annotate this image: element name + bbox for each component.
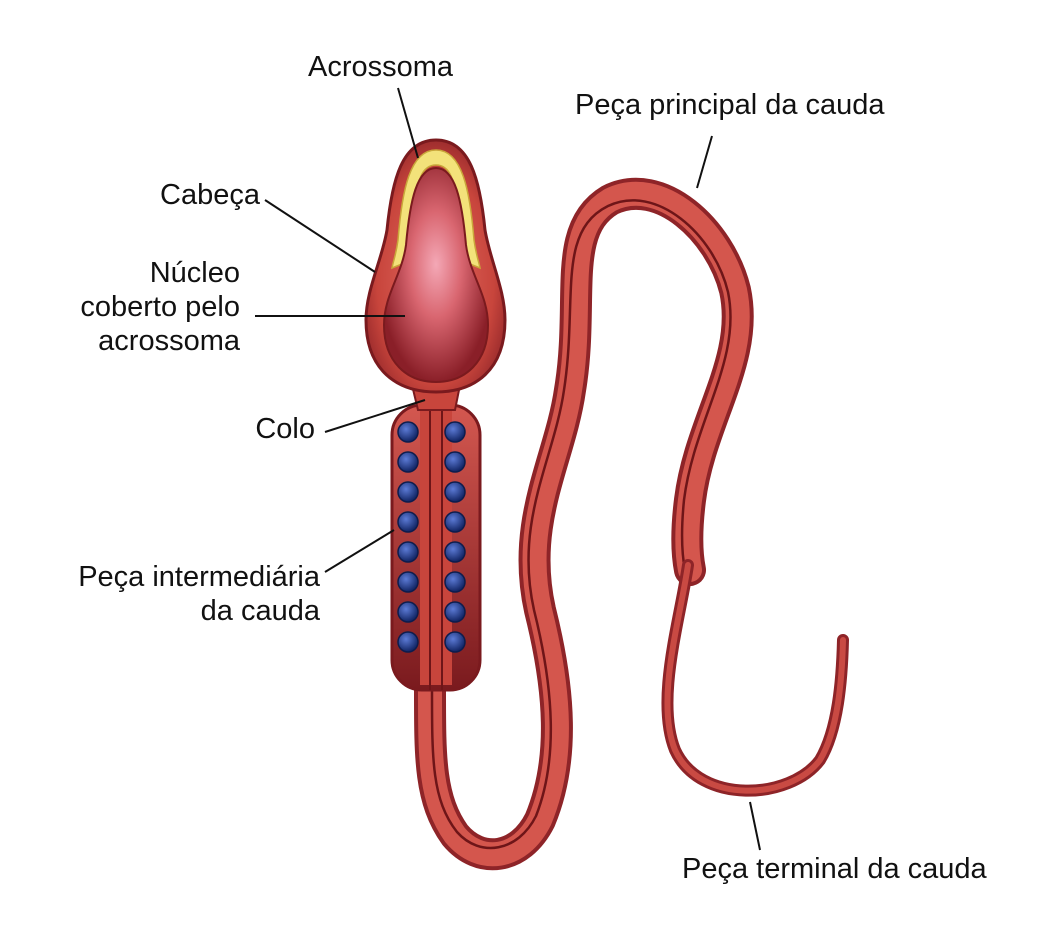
leader-peca-principal	[696, 135, 713, 189]
label-cabeca: Cabeça	[160, 179, 260, 211]
mitochondrion	[444, 451, 466, 473]
label-peca-intermediaria: Peça intermediária da cauda	[30, 560, 320, 628]
tail-axoneme	[430, 199, 732, 850]
mitochondrion	[444, 631, 466, 653]
leader-peca-terminal	[749, 801, 761, 851]
label-nucleo-line1: Núcleo	[149, 257, 240, 289]
nucleus	[382, 166, 490, 384]
mitochondrion	[397, 601, 419, 623]
mitochondrion	[397, 451, 419, 473]
mitochondria-right	[444, 421, 466, 653]
label-acrossoma: Acrossoma	[308, 51, 454, 83]
label-peca-intermediaria-line2: da cauda	[200, 595, 320, 627]
label-nucleo-line3: acrossoma	[98, 325, 240, 357]
label-nucleo-line2: coberto pelo	[80, 291, 240, 323]
mitochondrion	[444, 481, 466, 503]
label-peca-terminal: Peça terminal da cauda	[682, 853, 987, 885]
leader-colo	[324, 399, 426, 433]
mitochondria-left	[397, 421, 419, 653]
leader-acrossoma	[397, 87, 419, 159]
acrosome	[391, 149, 481, 270]
label-peca-principal: Peça principal da cauda	[575, 89, 885, 121]
mitochondrion	[444, 601, 466, 623]
label-peca-intermediaria-line1: Peça intermediária	[78, 561, 320, 593]
mitochondrion	[444, 541, 466, 563]
tail-fill	[418, 182, 750, 867]
leader-peca-intermediaria	[324, 529, 395, 573]
mitochondrion	[444, 571, 466, 593]
mitochondrion	[397, 631, 419, 653]
mitochondrion	[397, 481, 419, 503]
mitochondrion	[444, 421, 466, 443]
label-colo: Colo	[255, 413, 315, 445]
mitochondrion	[397, 511, 419, 533]
mitochondrion	[397, 571, 419, 593]
mitochondrion	[397, 421, 419, 443]
label-nucleo: Núcleo coberto pelo acrossoma	[40, 256, 240, 358]
mitochondrion	[397, 541, 419, 563]
tail-terminal-inner	[664, 562, 846, 794]
leader-cabeca	[264, 199, 376, 273]
tail-terminal	[661, 559, 849, 797]
mitochondrion	[444, 511, 466, 533]
